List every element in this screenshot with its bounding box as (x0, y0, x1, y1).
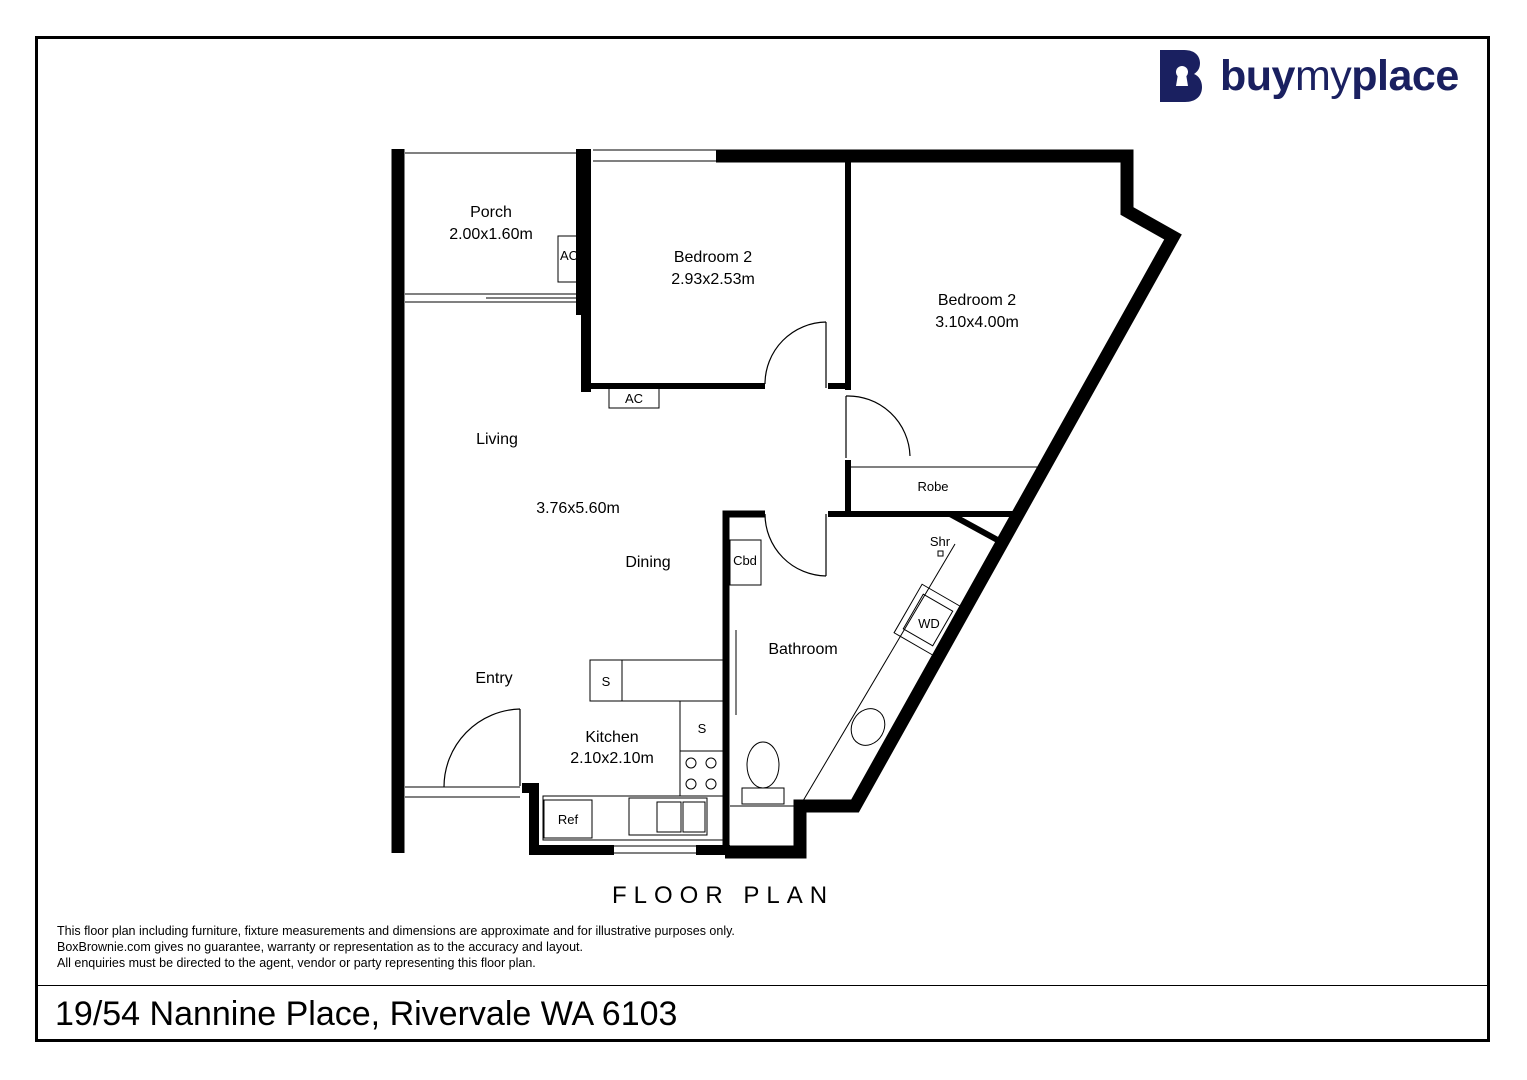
disclaimer-line: This floor plan including furniture, fix… (57, 924, 735, 938)
wall-kitchen-south (522, 783, 614, 855)
dining-label: Dining (625, 554, 670, 571)
kitchen-label: Kitchen (585, 729, 638, 746)
bedroom-b-dims: 3.10x4.00m (935, 314, 1019, 331)
footer-divider (35, 985, 1490, 986)
wd-label: WD (918, 616, 940, 631)
floor-plan-title: FLOOR PLAN (612, 882, 835, 909)
ac-porch-label: AC (560, 248, 578, 263)
living-label: Living (476, 431, 518, 448)
wall-bathroom (722, 510, 765, 852)
ac-living-label: AC (625, 391, 643, 406)
bedroom-a-label: Bedroom 2 (674, 249, 752, 266)
brand-name: buymyplace (1220, 52, 1459, 100)
kitchen-dims: 2.10x2.10m (570, 750, 654, 767)
ref-label: Ref (558, 812, 579, 827)
keyhole-b-icon (1160, 50, 1202, 102)
s1-label: S (602, 674, 611, 689)
disclaimer-line: BoxBrownie.com gives no guarantee, warra… (57, 940, 583, 954)
entry-label: Entry (475, 670, 512, 687)
robe-label: Robe (917, 479, 948, 494)
property-address: 19/54 Nannine Place, Rivervale WA 6103 (55, 995, 678, 1033)
porch-dims: 2.00x1.60m (449, 226, 533, 243)
shr-label: Shr (930, 534, 951, 549)
bedroom-a-dims: 2.93x2.53m (671, 271, 755, 288)
wall-north-east (716, 149, 1182, 859)
disclaimer: This floor plan including furniture, fix… (57, 923, 735, 971)
disclaimer-line: All enquiries must be directed to the ag… (57, 956, 536, 970)
bedroom-b-label: Bedroom 2 (938, 292, 1016, 309)
porch-label: Porch (470, 204, 512, 221)
s2-label: S (698, 721, 707, 736)
page-frame (35, 36, 1490, 1042)
bathroom-label: Bathroom (768, 641, 837, 658)
cbd-label: Cbd (733, 553, 757, 568)
living-dims: 3.76x5.60m (536, 500, 620, 517)
